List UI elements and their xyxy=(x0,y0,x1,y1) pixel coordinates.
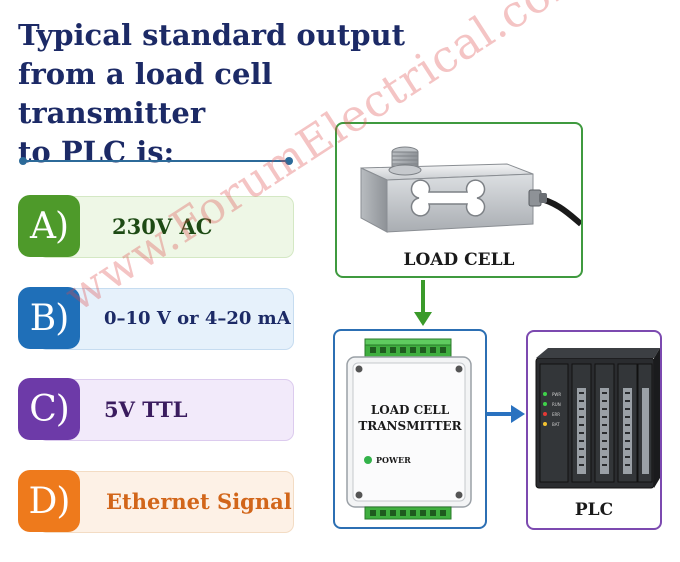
option-b-background xyxy=(38,288,294,350)
option-d-background xyxy=(38,471,294,533)
arrow-down-icon xyxy=(414,280,432,326)
plc-led-bat: BAT xyxy=(552,422,560,427)
option-c-text: 5V TTL xyxy=(104,397,188,422)
question-line-3: to PLC is: xyxy=(18,135,175,169)
option-a-badge: A) xyxy=(18,195,80,257)
plc-led-labels: PWR RUN ERR BAT xyxy=(552,390,561,430)
load-cell-illustration xyxy=(360,146,581,233)
plc-label: PLC xyxy=(574,500,614,520)
option-a-background xyxy=(38,196,294,258)
option-d-text: Ethernet Signal xyxy=(106,489,292,514)
plc-illustration xyxy=(535,348,660,489)
plc-led-pwr: PWR xyxy=(552,392,562,397)
transmitter-label-line-1: LOAD CELL xyxy=(370,403,450,417)
title-divider xyxy=(19,157,293,165)
plc-led-err: ERR xyxy=(552,412,561,417)
plc-led-run: RUN xyxy=(552,402,561,407)
power-label: POWER xyxy=(376,455,411,465)
option-b-badge: B) xyxy=(18,287,80,349)
transmitter-illustration xyxy=(346,338,472,520)
load-cell-box: LOAD CELL xyxy=(335,122,583,278)
transmitter-box: LOAD CELL TRANSMITTER POWER xyxy=(333,329,487,529)
option-c-background xyxy=(38,379,294,441)
question-line-2: from a load cell transmitter xyxy=(18,57,273,130)
question-line-1: Typical standard output xyxy=(18,18,405,52)
arrow-right-icon xyxy=(487,405,525,423)
transmitter-label-line-2: TRANSMITTER xyxy=(358,419,462,433)
option-b-text: 0–10 V or 4–20 mA xyxy=(104,308,291,329)
option-a-text: 230V AC xyxy=(112,214,213,239)
plc-box: PWR RUN ERR BAT PLC xyxy=(526,330,662,530)
option-d-badge: D) xyxy=(18,470,80,532)
question-title: Typical standard output from a load cell… xyxy=(18,16,458,172)
load-cell-label: LOAD CELL xyxy=(403,250,515,270)
option-c-badge: C) xyxy=(18,378,80,440)
